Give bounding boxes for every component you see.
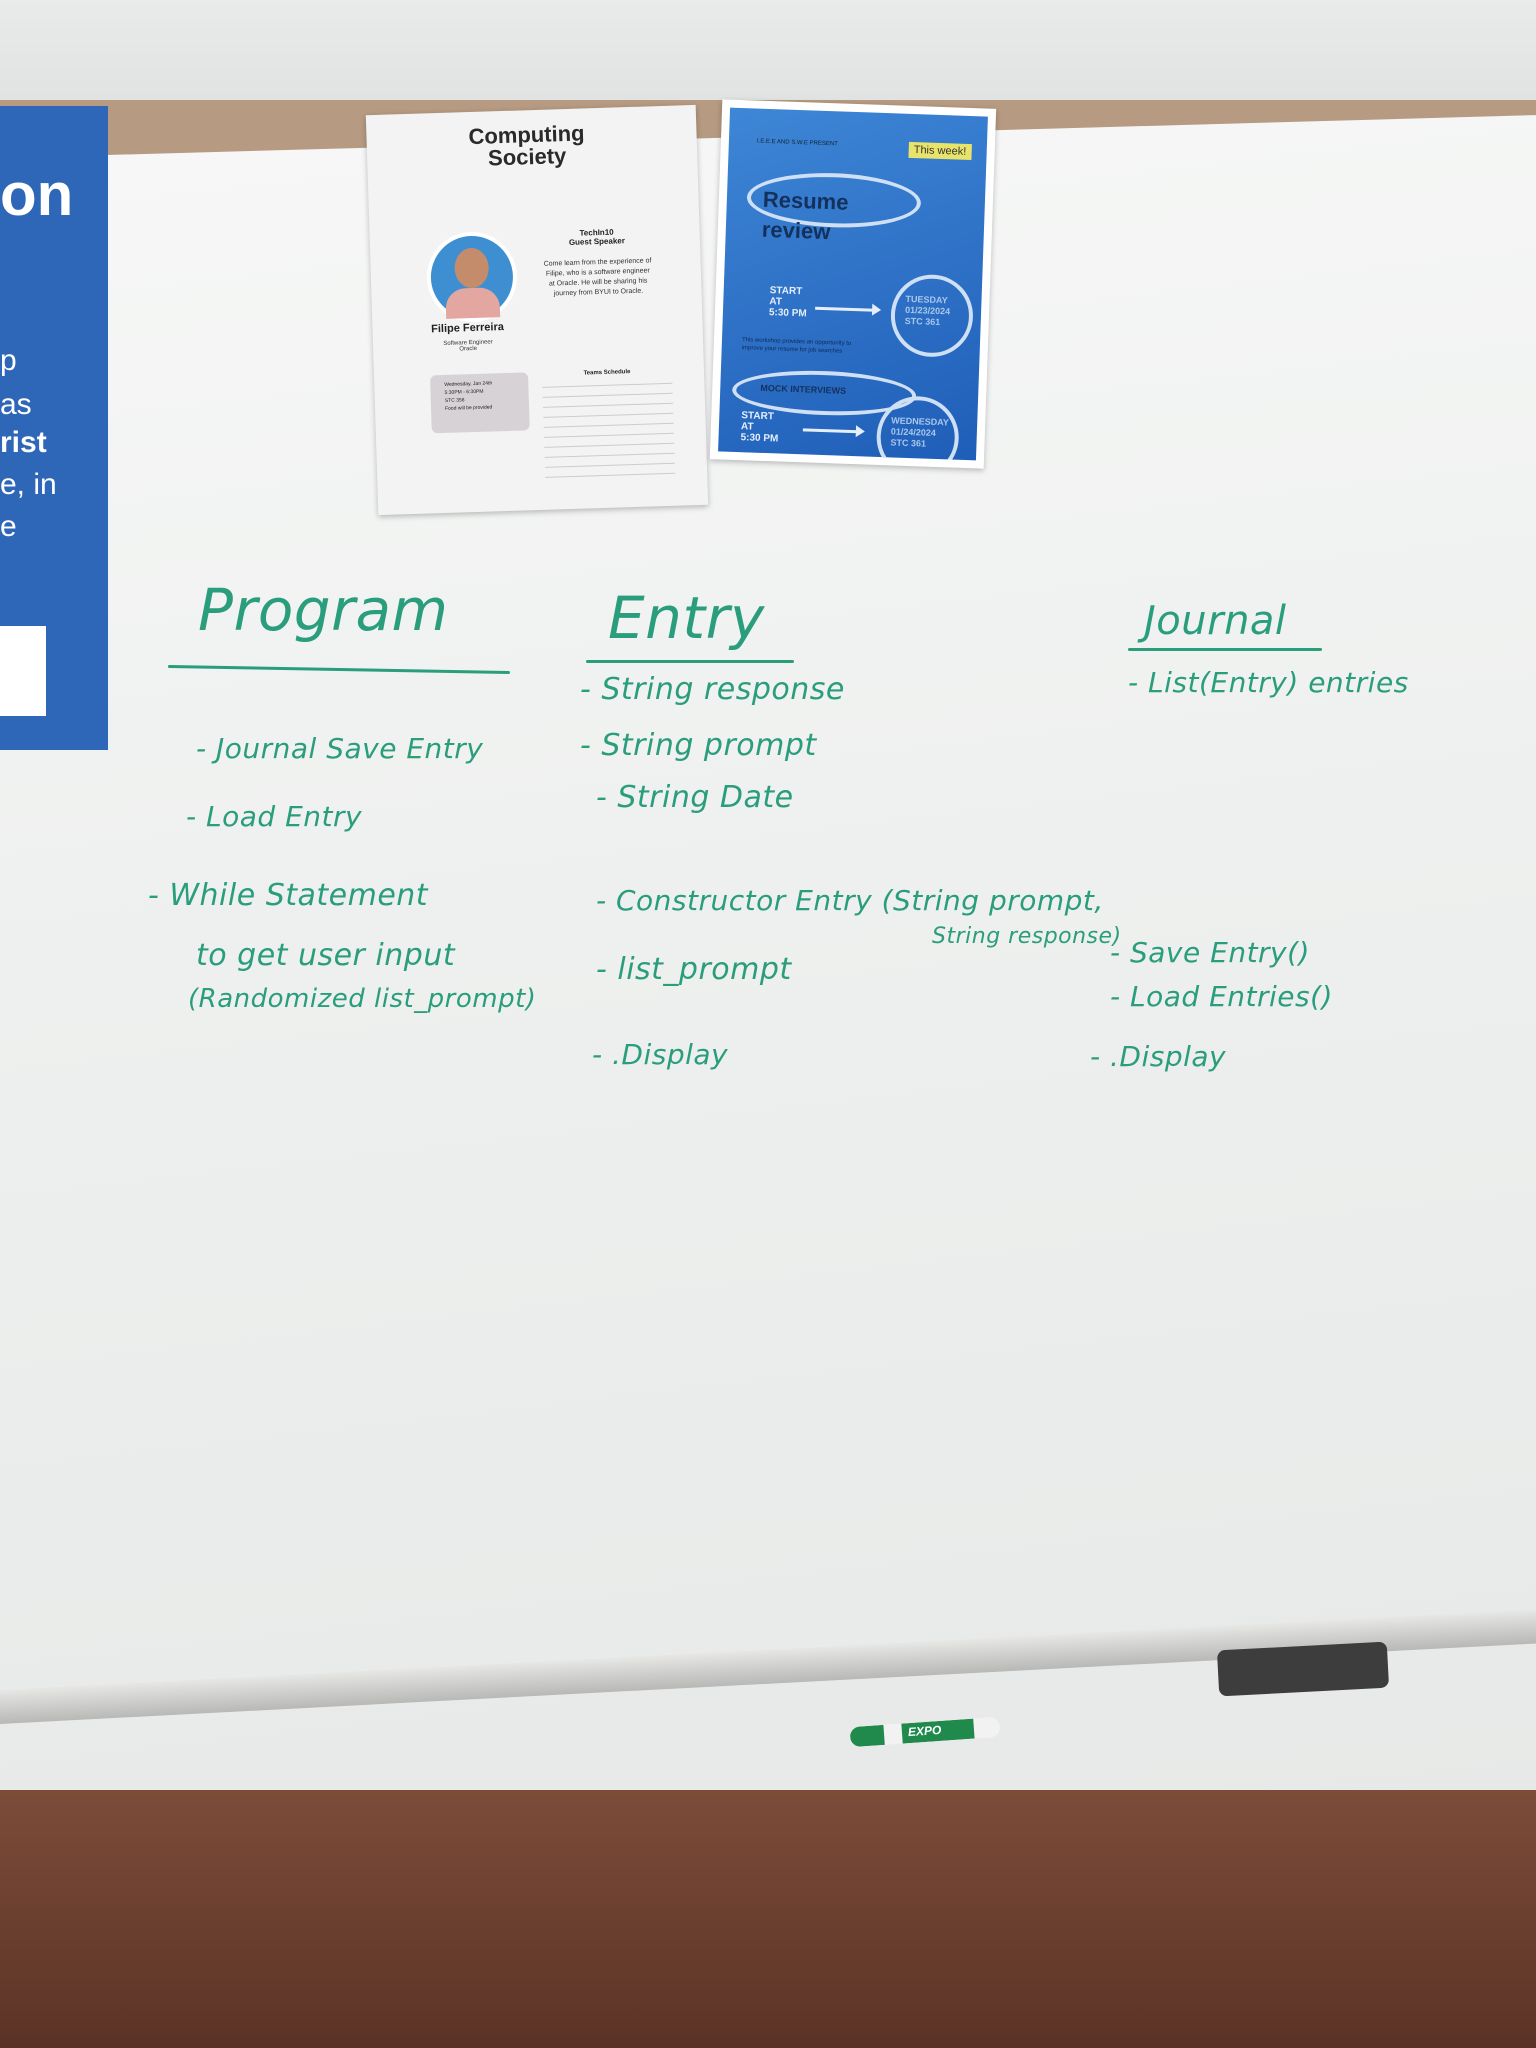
left-poster: on p as rist e, in e ting pment (0, 106, 108, 750)
journal-heading: Journal (1144, 598, 1287, 644)
poster-line: as (0, 388, 32, 421)
program-item: - Load Entry (186, 800, 363, 833)
entry-underline (586, 660, 794, 663)
entry-item: - String response (580, 672, 845, 707)
start-time: START AT 5:30 PM (768, 285, 807, 320)
title-line2: review (761, 216, 831, 245)
event-description: Come learn from the experience of Filipe… (543, 257, 652, 298)
arrow-icon (815, 306, 876, 312)
avatar-body (445, 287, 501, 319)
poster-heading: on (0, 161, 74, 228)
poster-line: rist (0, 426, 47, 459)
journal-item: - .Display (1090, 1040, 1227, 1073)
flyer-description: This workshop provides an opportunity to… (741, 337, 852, 355)
avatar-face (454, 247, 490, 289)
eraser[interactable] (1216, 1641, 1390, 1697)
program-heading: Program (198, 576, 449, 644)
program-item: - While Statement (148, 878, 429, 913)
speaker-avatar (425, 230, 519, 324)
poster-line: e, in (0, 468, 57, 501)
this-week-badge: This week! (908, 141, 972, 161)
journal-item: - Save Entry() (1110, 936, 1310, 969)
computing-society-flyer: Computing Society Filipe Ferreira Softwa… (365, 104, 709, 516)
start-time: START AT 5:30 PM (740, 410, 779, 445)
event-type: TechIn10 Guest Speaker (541, 226, 652, 247)
arrow-icon (802, 428, 859, 434)
journal-item: - Load Entries() (1110, 980, 1333, 1013)
journal-item: - List(Entry) entries (1128, 666, 1409, 699)
program-item: - Journal Save Entry (196, 732, 484, 765)
entry-item: - String prompt (580, 728, 817, 763)
wood-trim (0, 1790, 1536, 2048)
card-line: Food will be provided (444, 404, 493, 412)
poster-line: e (0, 510, 17, 543)
title-line1: Resume (762, 186, 849, 215)
entry-item: - .Display (592, 1038, 729, 1071)
date-ring: TUESDAY 01/23/2024 STC 361 (889, 273, 975, 359)
flyer-title: Resume review (761, 185, 849, 248)
entry-item: String response) (932, 924, 1122, 949)
flyer-org: I.E.E.E AND S.W.E PRESENT (756, 138, 838, 148)
journal-underline (1128, 648, 1322, 651)
flyer-background: I.E.E.E AND S.W.E PRESENT This week! Res… (718, 107, 988, 461)
marker-cap (849, 1724, 885, 1748)
event-card-text: Wednesday, Jan 24th 5:30PM - 6:30PM STC … (444, 379, 493, 412)
flyer-title: Computing Society (426, 120, 627, 171)
entry-item: - list_prompt (596, 952, 792, 987)
qr-code (0, 626, 46, 716)
entry-item: - Constructor Entry (String prompt, (596, 884, 1104, 917)
resume-review-flyer: I.E.E.E AND S.W.E PRESENT This week! Res… (709, 99, 997, 469)
schedule-table: Teams Schedule (542, 368, 676, 492)
speaker-name: Filipe Ferreira (430, 321, 505, 336)
marker-label: EXPO (907, 1722, 942, 1740)
entry-heading: Entry (608, 584, 765, 652)
program-item: (Randomized list_prompt) (188, 984, 537, 1014)
date-text: TUESDAY 01/23/2024 STC 361 (904, 293, 951, 328)
poster-line: p (0, 344, 17, 377)
entry-item: - String Date (596, 780, 794, 815)
program-item: to get user input (196, 938, 456, 973)
wall (0, 0, 1536, 110)
speaker-role: Software Engineer Oracle (403, 338, 533, 354)
date-text: WEDNESDAY 01/24/2024 STC 361 (890, 415, 950, 449)
